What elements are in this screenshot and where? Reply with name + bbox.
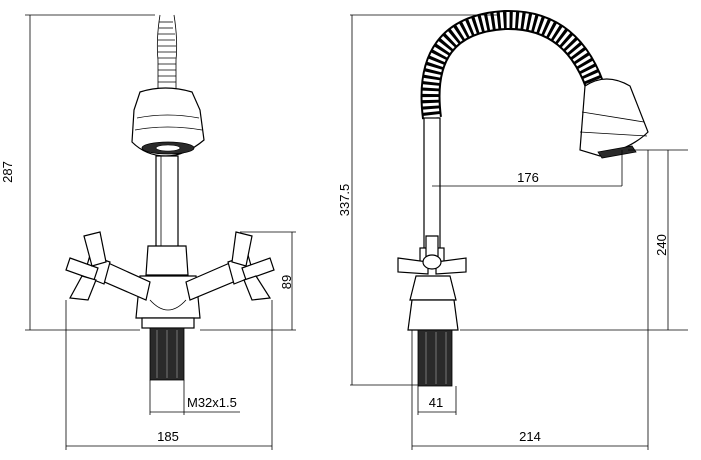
dim-spout-height: 240 <box>654 234 669 256</box>
side-body <box>397 235 467 331</box>
front-dimensions: 287 89 M32x1.5 185 <box>0 14 296 450</box>
front-view <box>65 14 275 381</box>
front-threaded-stem <box>141 317 195 381</box>
dim-front-width: 185 <box>157 429 179 444</box>
front-hose <box>156 14 178 90</box>
dim-base-width: 41 <box>429 395 443 410</box>
dim-handle-height: 89 <box>279 275 294 289</box>
dim-reach: 176 <box>517 170 539 185</box>
front-spout-tube <box>155 155 179 249</box>
side-spray-head <box>579 78 649 159</box>
side-hose <box>420 9 608 120</box>
front-left-handle <box>65 231 151 301</box>
side-view <box>397 9 649 387</box>
front-body <box>135 245 201 319</box>
front-spray-head <box>131 87 205 157</box>
side-spout-tube <box>423 117 441 251</box>
dim-thread: M32x1.5 <box>187 395 237 410</box>
side-dimensions: 337.5 176 240 41 214 <box>337 14 688 450</box>
side-threaded-stem <box>417 329 453 387</box>
dim-side-height: 337.5 <box>337 184 352 217</box>
dim-side-width: 214 <box>519 429 541 444</box>
front-right-handle <box>185 231 275 301</box>
dim-front-height: 287 <box>0 161 15 183</box>
